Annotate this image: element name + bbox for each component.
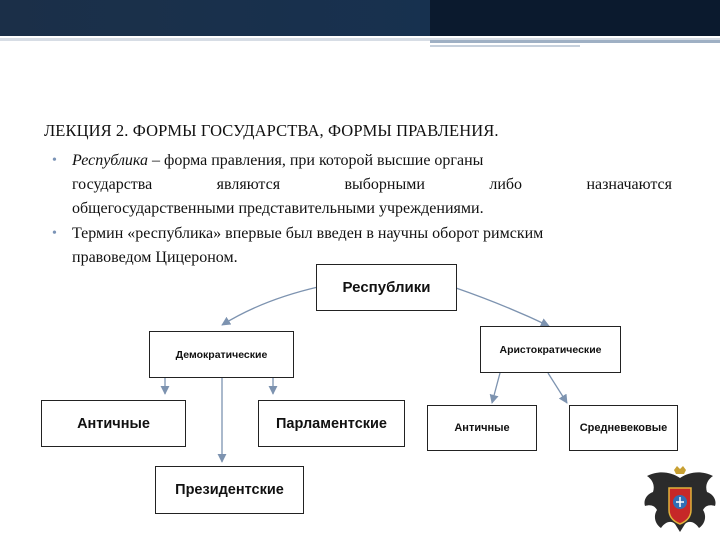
word: назначаются [586, 176, 672, 193]
arrow-root-to-aristocratic [455, 287, 550, 327]
arrow-root-to-democratic [221, 286, 319, 326]
bullet1-line2: государства являются выборными либо назн… [72, 173, 672, 197]
word: государства [72, 176, 153, 193]
node-aristocratic: Аристократические [480, 326, 621, 373]
header-stripe-accent-2 [430, 45, 580, 47]
node-dem-ancient: Античные [41, 400, 186, 447]
double-headed-eagle-emblem-icon [644, 466, 716, 532]
arrow-aristocratic-to-ancient [489, 372, 501, 404]
bullet2-line1: Термин «республика» впервые был введен в… [72, 225, 544, 242]
word: являются [216, 176, 281, 193]
bullet1-line1: Республика – форма правления, при которо… [72, 149, 672, 173]
bullet-dot: • [52, 226, 57, 241]
bullet2-line2: правоведом Цицероном. [72, 249, 238, 266]
node-ari-ancient: Античные [427, 405, 537, 451]
bullet1-line1-rest: – форма правления, при которой высшие ор… [148, 152, 484, 169]
bullet-term-origin: • Термин «республика» впервые был введен… [52, 222, 672, 270]
slide-title: ЛЕКЦИЯ 2. ФОРМЫ ГОСУДАРСТВА, ФОРМЫ ПРАВЛ… [44, 121, 499, 140]
arrow-aristocratic-to-medieval [547, 372, 568, 404]
node-democratic: Демократические [149, 331, 294, 378]
word: либо [489, 176, 523, 193]
node-republics: Республики [316, 264, 457, 311]
node-ari-medieval: Средневековые [569, 405, 678, 451]
header-bar-dark-segment [430, 0, 720, 36]
header-stripe [0, 38, 720, 41]
bullet-republic-definition: • Республика – форма правления, при кото… [52, 149, 672, 221]
bullet1-line3: общегосударственными представительными у… [72, 200, 484, 217]
header-bar [0, 0, 720, 36]
bullet-dot: • [52, 153, 57, 168]
word: выборными [344, 176, 425, 193]
node-dem-presidential: Президентские [155, 466, 304, 514]
header-stripe-accent [430, 40, 720, 43]
term-republic: Республика [72, 152, 148, 169]
node-dem-parliamentary: Парламентские [258, 400, 405, 447]
